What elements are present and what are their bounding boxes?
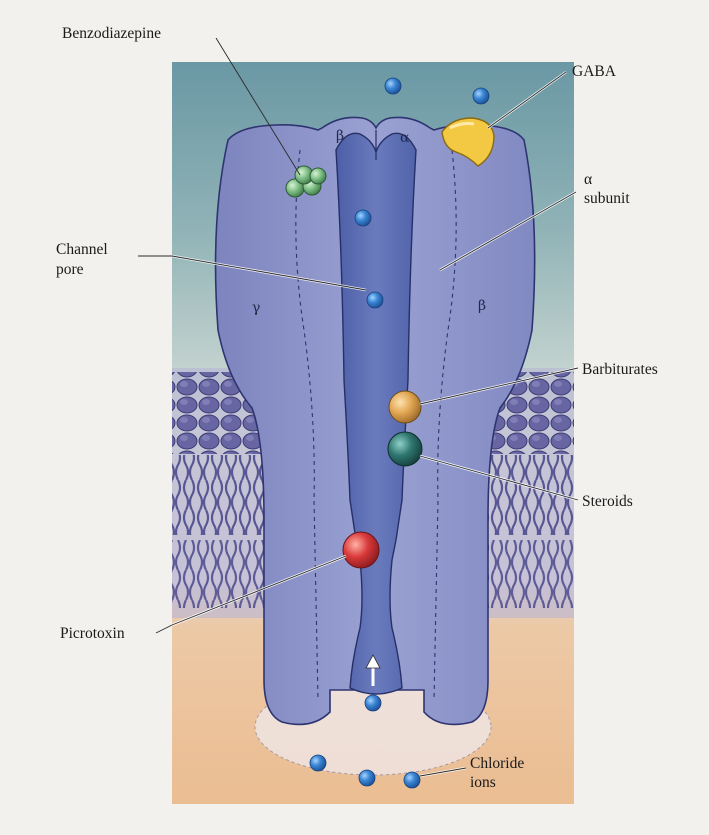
label-gaba: GABA [572, 63, 617, 80]
steroid-molecule [388, 432, 422, 466]
subunit-alpha-top: α [400, 130, 410, 146]
barbiturate-molecule [389, 391, 421, 423]
label-picrotoxin: Picrotoxin [60, 625, 125, 642]
gaba-a-receptor [216, 117, 535, 724]
label-pore: pore [56, 261, 84, 278]
label-alpha-symbol: α [584, 171, 592, 188]
subunit-gamma: γ [252, 300, 260, 316]
label-ions: ions [470, 774, 496, 791]
picrotoxin-molecule [343, 532, 379, 568]
label-channel: Channel [56, 241, 108, 258]
label-barbiturates: Barbiturates [582, 361, 658, 378]
label-steroids: Steroids [582, 493, 633, 510]
subunit-beta-right: β [478, 298, 486, 314]
label-alpha-subunit: subunit [584, 190, 630, 207]
subunit-beta-top: β [336, 128, 344, 144]
label-chloride: Chloride [470, 755, 524, 772]
label-benzodiazepine: Benzodiazepine [62, 25, 161, 42]
